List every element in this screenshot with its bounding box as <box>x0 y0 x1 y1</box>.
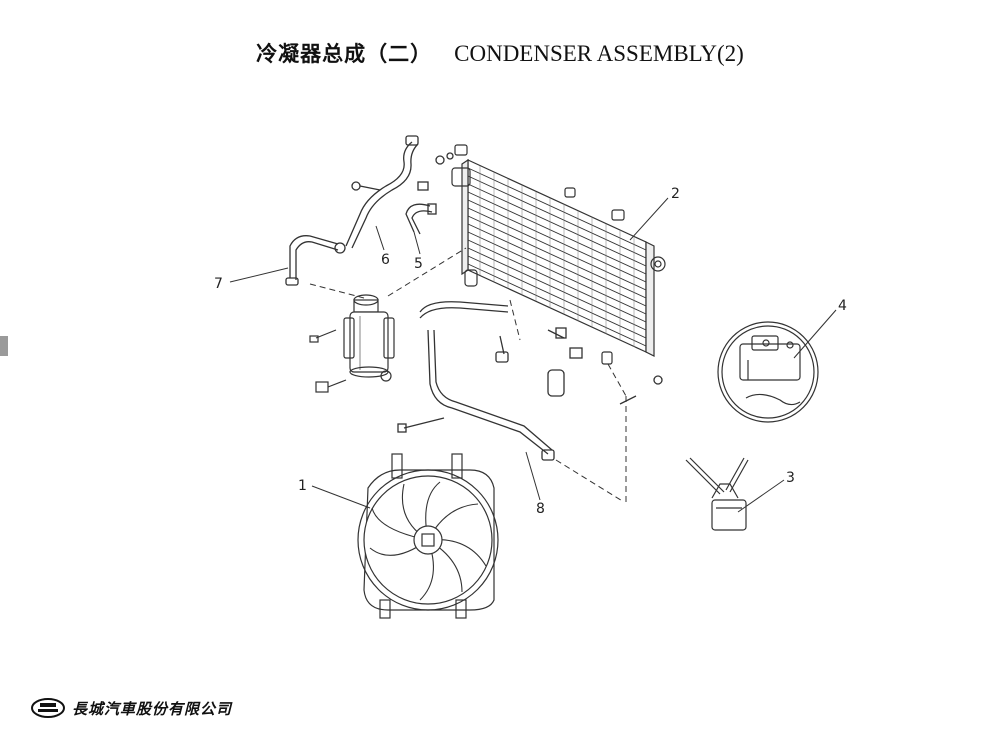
page-edge-tab <box>0 336 8 356</box>
title-english: CONDENSER ASSEMBLY(2) <box>454 41 744 66</box>
ac-pipes <box>285 135 663 461</box>
callout-6: 6 <box>381 252 390 268</box>
callout-3: 3 <box>786 470 795 486</box>
pressure-switch-part <box>685 457 749 531</box>
footer: 長城汽車股份有限公司 <box>30 697 232 719</box>
callout-8: 8 <box>536 501 545 517</box>
callout-7: 7 <box>214 276 223 292</box>
assembly-guide-lines <box>309 247 627 503</box>
leader-lines <box>229 197 837 513</box>
callout-labels: 1 2 3 4 5 6 7 8 <box>214 186 847 517</box>
footer-brand-text: 長城汽車股份有限公司 <box>72 699 233 718</box>
page-title: 冷凝器总成（二） CONDENSER ASSEMBLY(2) <box>0 38 1000 68</box>
detail-circle <box>717 321 819 423</box>
receiver-drier <box>309 294 395 393</box>
callout-4: 4 <box>838 298 847 314</box>
title-chinese: 冷凝器总成（二） <box>256 42 433 66</box>
callout-5: 5 <box>414 256 423 272</box>
condenser-core <box>451 144 666 365</box>
cooling-fan <box>357 453 499 619</box>
callout-1: 1 <box>298 478 307 494</box>
callout-2: 2 <box>671 186 680 202</box>
great-wall-logo-icon <box>31 698 65 718</box>
